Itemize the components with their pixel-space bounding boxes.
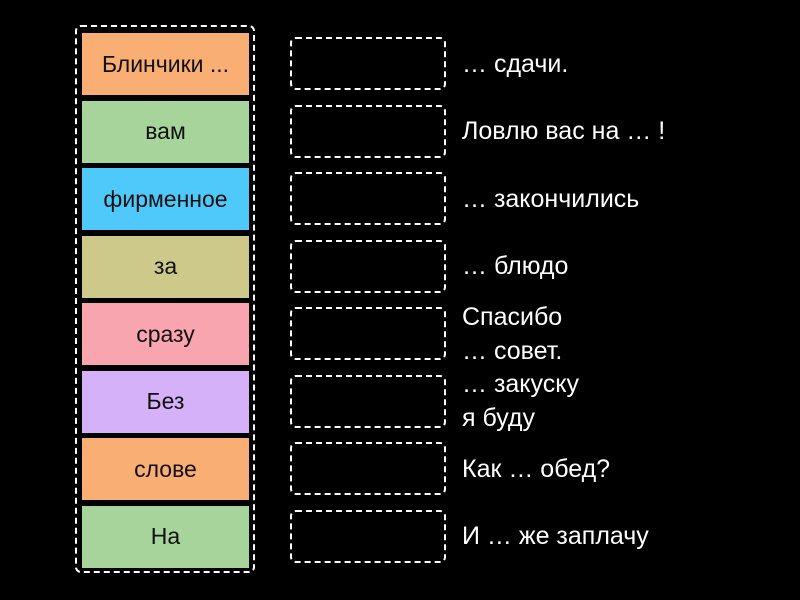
sentence-prompt: … блюдо	[462, 252, 569, 280]
sentence-prompt: … сдачи.	[462, 49, 569, 78]
sentence-prompt: Как … обед?	[462, 454, 611, 483]
word-tile[interactable]: вам	[82, 100, 249, 163]
word-tile[interactable]: На	[82, 505, 249, 568]
sentence-prompt: И … же заплачу	[462, 522, 649, 550]
word-tile[interactable]: сразу	[82, 303, 249, 365]
drop-slot[interactable]	[290, 374, 446, 428]
drop-slot[interactable]	[290, 104, 446, 158]
drop-slot[interactable]	[290, 239, 446, 293]
word-tile[interactable]: Блинчики ...	[82, 33, 249, 95]
sentence-prompt: Ловлю вас на … !	[462, 117, 666, 145]
word-tile[interactable]: фирменное	[82, 168, 249, 230]
drop-slot[interactable]	[290, 37, 446, 90]
drop-slot[interactable]	[290, 307, 446, 360]
word-tile[interactable]: за	[82, 235, 249, 298]
sentence-prompt: … закуску я буду	[462, 370, 579, 432]
tile-bank	[75, 25, 255, 573]
drop-slot[interactable]	[290, 442, 446, 495]
sentence-prompt: Спасибо … совет.	[462, 302, 563, 365]
sentence-prompt: … закончились	[462, 184, 640, 213]
word-tile[interactable]: Без	[82, 370, 249, 433]
drop-slot[interactable]	[290, 509, 446, 563]
word-tile[interactable]: слове	[82, 438, 249, 500]
drop-slot[interactable]	[290, 172, 446, 225]
